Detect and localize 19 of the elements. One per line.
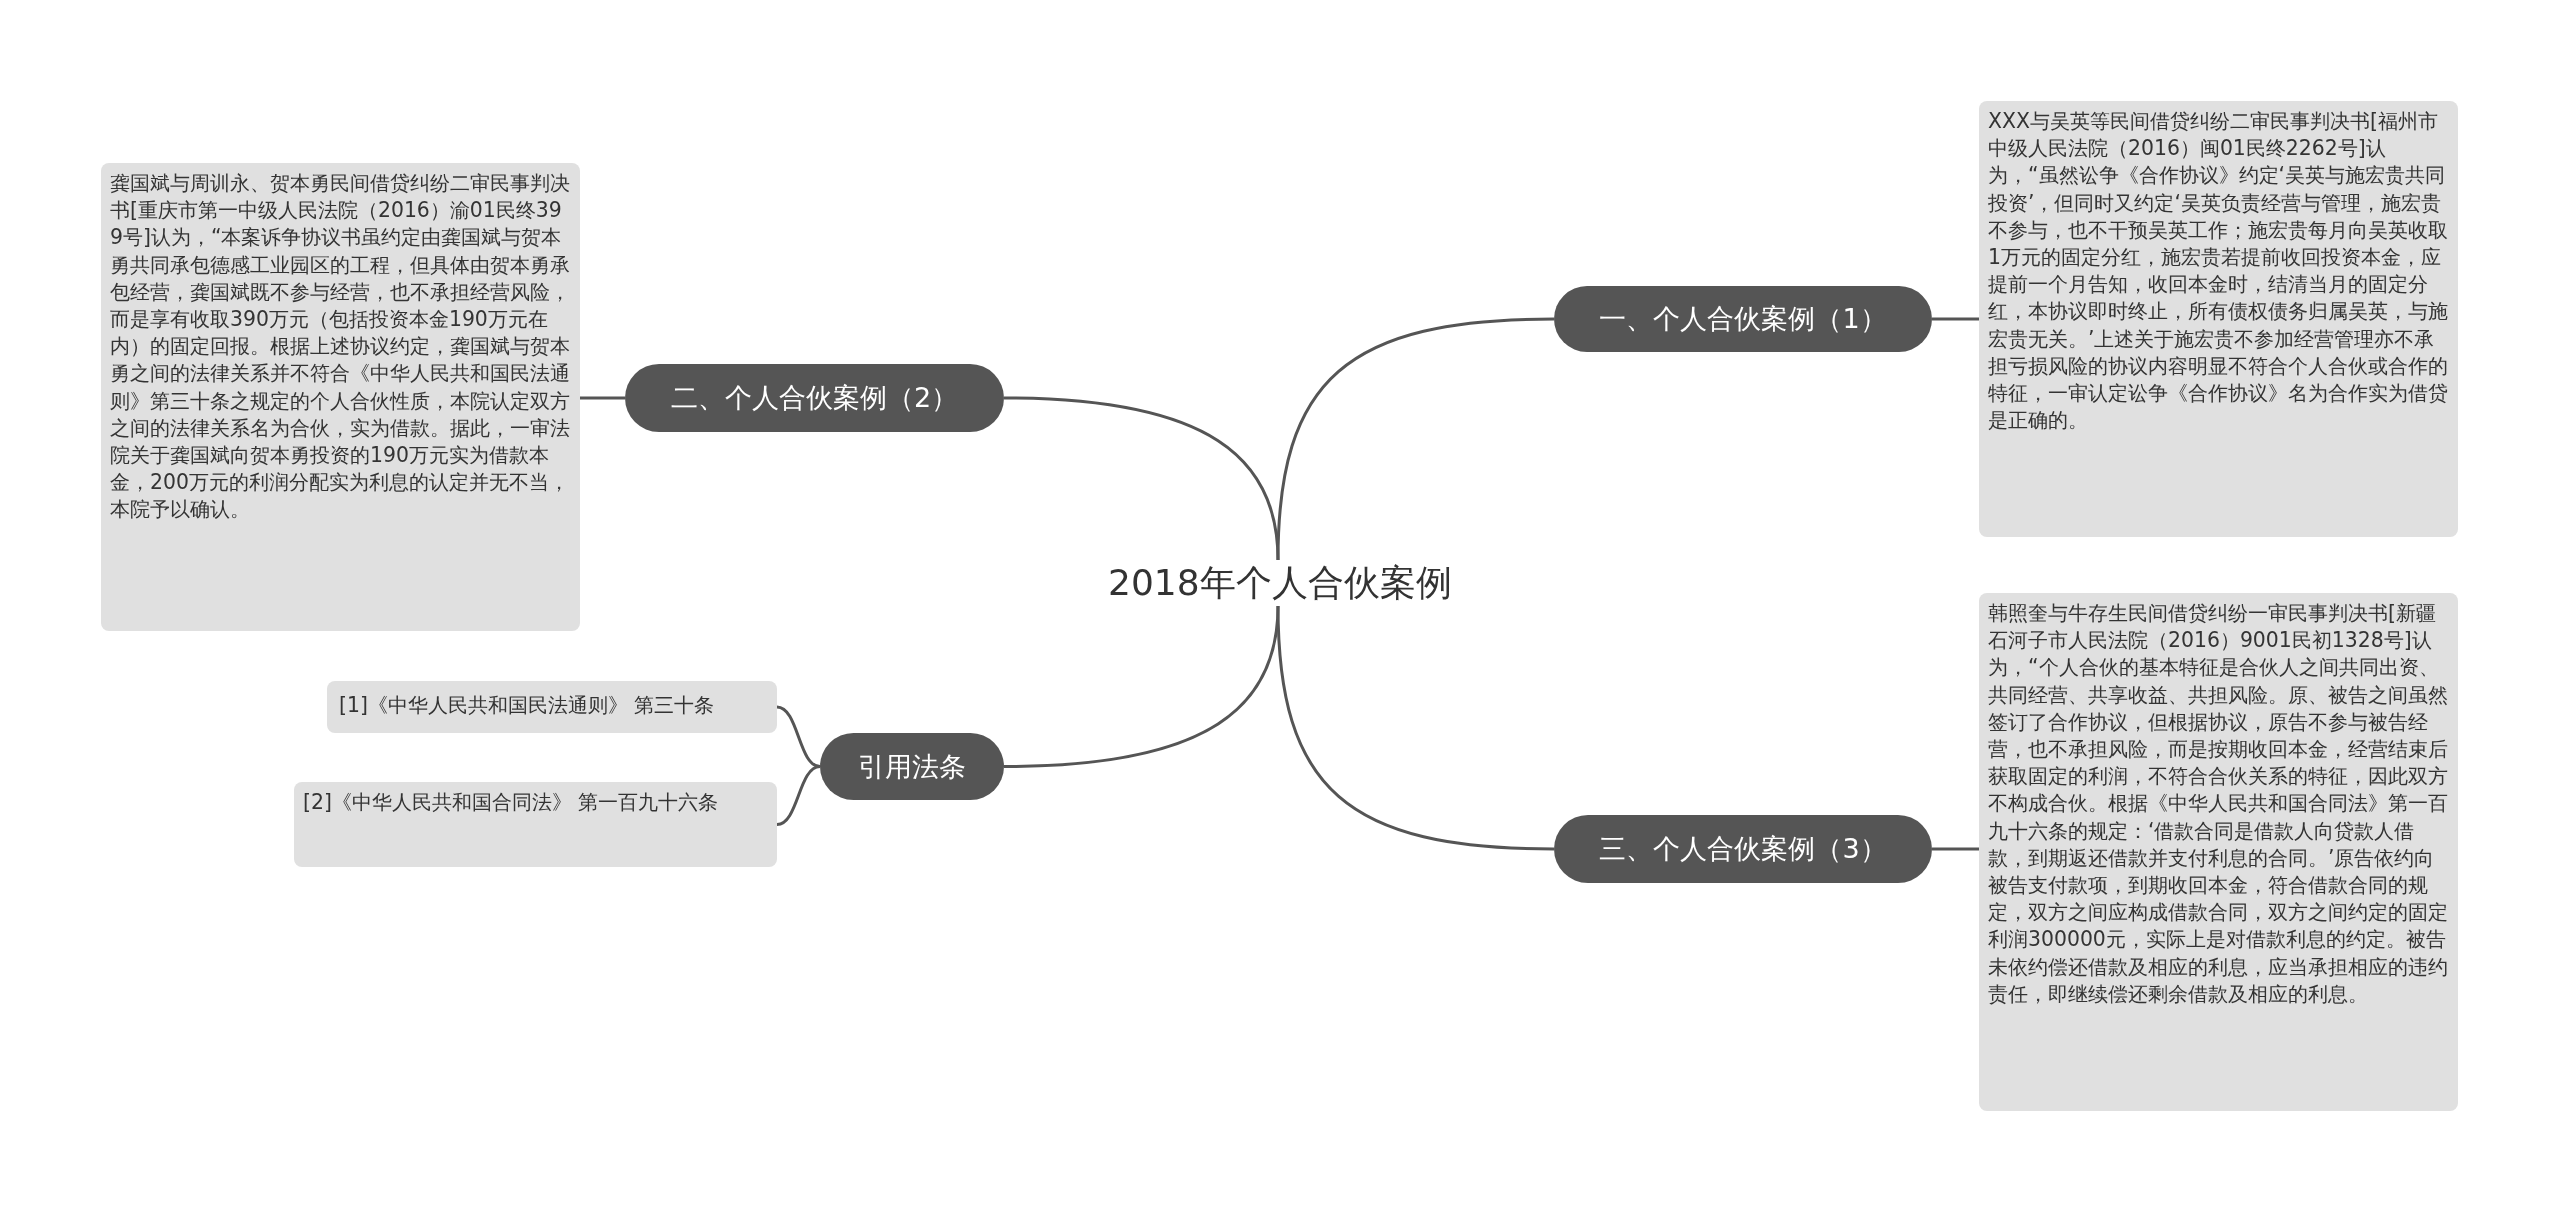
topic-pill: 引用法条 bbox=[820, 733, 1004, 800]
connector-line bbox=[1276, 605, 1555, 851]
connector-line bbox=[776, 765, 821, 826]
note-box: XXX与吴英等民间借贷纠纷二审民事判决书[福州市中级人民法院（2016）闽01民终2262号]认为，“虽然讼争《合作协议》约定‘吴英与施宏贵共同投资’，但同时又约定‘吴英负责经营与管理，施宏贵不参与，也不干预吴英工作；施宏贵每月向吴英收取1万元的固定分红，施宏贵若提前收回投资本金，应提前一个月告知，收回本金时，结清当月的固定分红，本协议即时终止，所有债权债务归属吴英，与施宏贵无关。’上述关于施宏贵不参加经营管理亦不承担亏损风险的协议内容明显不符合个人合伙或合作的特征，一审认定讼争《合作协议》名为合作实为借贷是正确的。 bbox=[1979, 101, 2458, 537]
topic-pill: 一、个人合伙案例（1） bbox=[1554, 286, 1932, 352]
note-box: 韩照奎与牛存生民间借贷纠纷一审民事判决书[新疆石河子市人民法院（2016）9001民初1328号]认为，“个人合伙的基本特征是合伙人之间共同出资、共同经营、共享收益、共担风险。原、被告之间虽然签订了合作协议，但根据协议，原告不参与被告经营，也不承担风险，而是按期收回本金，经营结束后获取固定的利润，不符合合伙关系的特征，因此双方不构成合伙。根据《中华人民共和国合同法》第一百九十六条的规定：‘借款合同是借款人向贷款人借款，到期返还借款并支付利息的合同。’原告依约向被告支付款项，到期收回本金，符合借款合同的规定，双方之间应构成借款合同，双方之间约定的固定利润300000元，实际上是对借款利息的约定。被告未依约偿还借款及相应的利息，应当承担相应的违约责任，即继续偿还剩余借款及相应的利息。 bbox=[1979, 593, 2458, 1111]
central-topic: 2018年个人合伙案例 bbox=[1108, 560, 1448, 606]
connector-line bbox=[1276, 317, 1555, 561]
connector-line bbox=[1932, 317, 1979, 321]
topic-pill: 三、个人合伙案例（3） bbox=[1554, 815, 1932, 883]
connector-line bbox=[1003, 396, 1280, 561]
citation-box: [2]《中华人民共和国合同法》 第一百九十六条 bbox=[294, 782, 777, 867]
connector-line bbox=[776, 705, 821, 768]
note-box: 龚国斌与周训永、贺本勇民间借贷纠纷二审民事判决书[重庆市第一中级人民法院（2016）渝01民终399号]认为，“本案诉争协议书虽约定由龚国斌与贺本勇共同承包德感工业园区的工程，但具体由贺本勇承包经营，龚国斌既不参与经营，也不承担经营风险，而是享有收取390万元（包括投资本金190万元在内）的固定回报。根据上述协议约定，龚国斌与贺本勇之间的法律关系并不符合《中华人民共和国民法通则》第三十条之规定的个人合伙性质，本院认定双方之间的法律关系名为合伙，实为借款。据此，一审法院关于龚国斌向贺本勇投资的190万元实为借款本金，200万元的利润分配实为利息的认定并无不当，本院予以确认。 bbox=[101, 163, 580, 631]
topic-pill: 二、个人合伙案例（2） bbox=[625, 364, 1004, 432]
citation-box: [1]《中华人民共和国民法通则》 第三十条 bbox=[327, 681, 777, 733]
connector-line bbox=[1932, 847, 1979, 851]
connector-line bbox=[1003, 605, 1280, 768]
connector-line bbox=[580, 396, 625, 400]
